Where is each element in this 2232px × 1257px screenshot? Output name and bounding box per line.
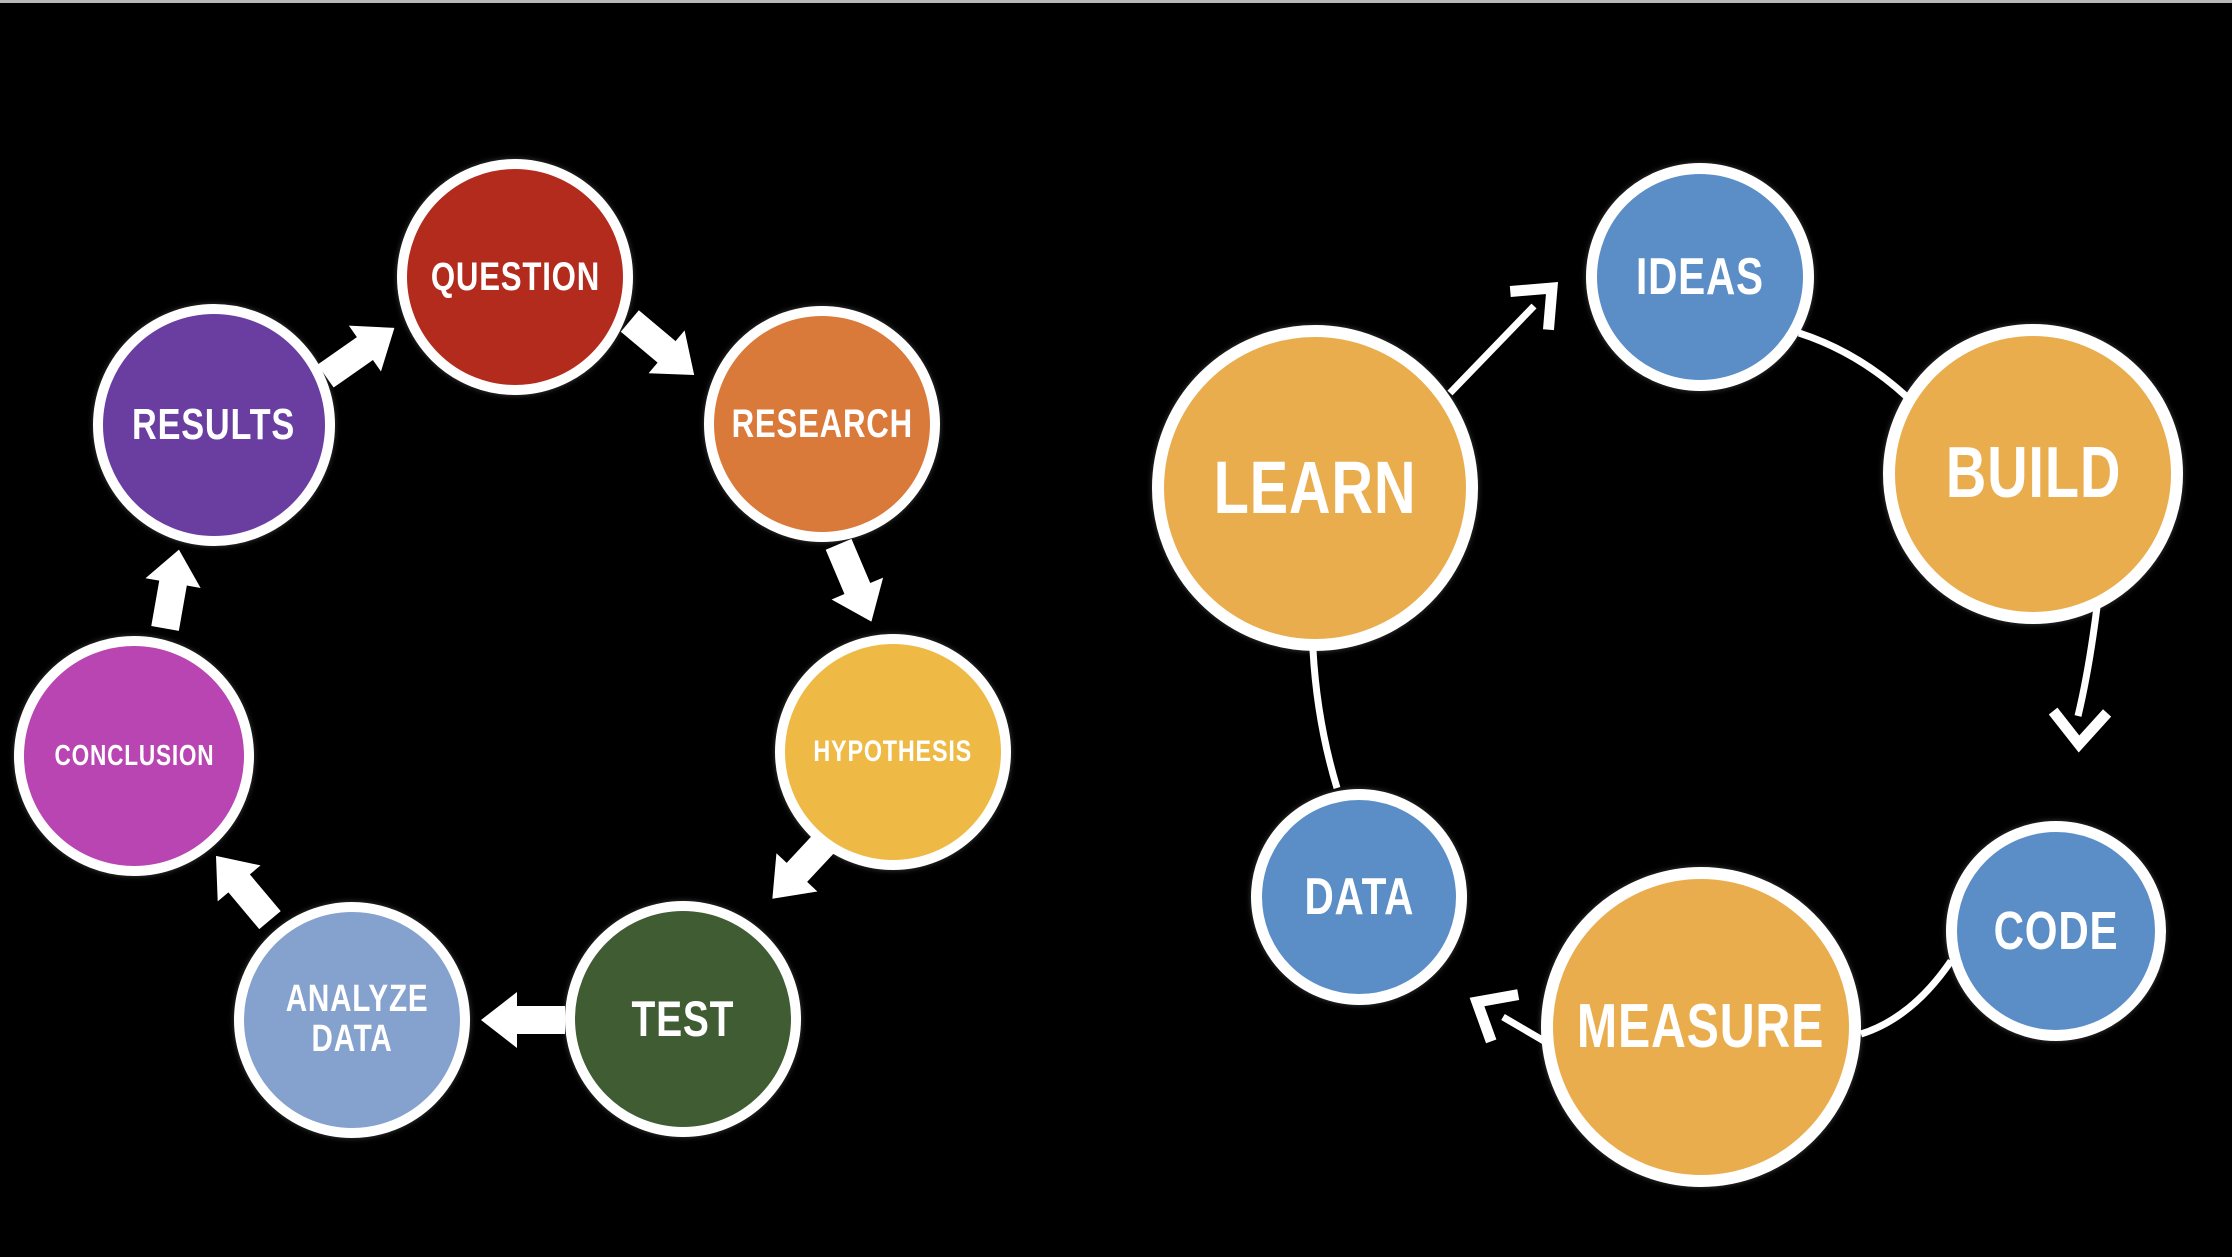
node-measure-label: MEASURE (1577, 992, 1825, 1062)
node-conclusion: CONCLUSION (14, 636, 254, 876)
node-code-label: CODE (1993, 900, 2119, 961)
right-diagram-connectors (1309, 303, 2101, 1045)
node-data-label: DATA (1304, 867, 1414, 926)
node-question: QUESTION (397, 159, 633, 395)
arrowhead-learn-to-ideas (1509, 281, 1559, 331)
node-conclusion-label: CONCLUSION (54, 739, 214, 772)
node-analyze-data-label: ANALYZE DATA (285, 978, 429, 1060)
node-learn: LEARN (1152, 325, 1478, 651)
node-learn-label: LEARN (1213, 446, 1417, 530)
node-research: RESEARCH (704, 306, 940, 542)
node-results: RESULTS (93, 304, 335, 546)
node-test: TEST (565, 901, 801, 1137)
arrow-question-to-research (620, 310, 695, 375)
node-ideas-label: IDEAS (1636, 247, 1764, 306)
connector-code-to-measure (1859, 959, 1954, 1038)
right-diagram-arrowheads (1469, 281, 2112, 1044)
node-measure: MEASURE (1541, 867, 1861, 1187)
arrowhead-measure-to-data (1469, 989, 1520, 1044)
node-question-label: QUESTION (430, 255, 600, 299)
node-data: DATA (1251, 789, 1467, 1005)
connector-learn-to-ideas (1447, 303, 1537, 396)
arrow-conclusion-to-results (145, 549, 201, 631)
connector-ideas-to-build (1797, 329, 1910, 400)
arrow-test-to-analyze (481, 992, 565, 1048)
arrow-analyze-to-conclusion (216, 855, 281, 930)
connector-build-to-code (2074, 606, 2101, 717)
node-code: CODE (1946, 821, 2166, 1041)
arrow-results-to-question (317, 325, 395, 388)
node-analyze-data: ANALYZE DATA (234, 902, 470, 1138)
node-research-label: RESEARCH (731, 402, 913, 446)
node-ideas: IDEAS (1586, 163, 1814, 391)
arrow-research-to-hypothesis (825, 538, 884, 622)
node-results-label: RESULTS (132, 399, 296, 449)
node-hypothesis: HYPOTHESIS (775, 634, 1011, 870)
connector-measure-to-data (1501, 1013, 1546, 1045)
node-test-label: TEST (631, 990, 735, 1047)
node-hypothesis-label: HYPOTHESIS (813, 735, 973, 769)
node-build-label: BUILD (1945, 433, 2121, 514)
node-build: BUILD (1883, 324, 2183, 624)
arrowhead-build-to-code (2048, 707, 2112, 753)
connector-data-to-learn (1309, 649, 1341, 790)
window-top-edge (0, 0, 2232, 3)
